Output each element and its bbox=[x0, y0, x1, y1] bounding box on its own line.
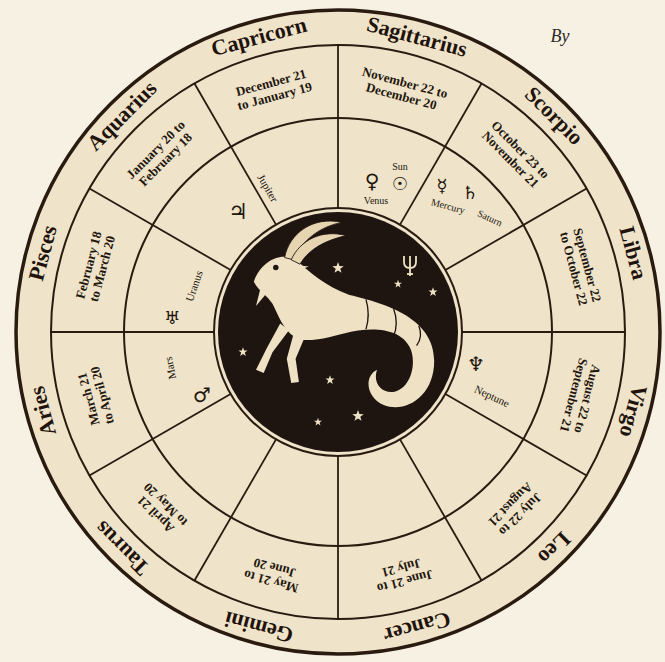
byline: By bbox=[551, 27, 570, 47]
sector-divider bbox=[337, 456, 339, 619]
date-range: May 21 to June 20 bbox=[240, 553, 306, 596]
date-range: September 22 to October 22 bbox=[556, 225, 604, 310]
sector-divider bbox=[462, 331, 625, 333]
planet-name: Venus bbox=[364, 195, 388, 206]
planet-symbol: ☿ bbox=[436, 176, 447, 196]
tail-scales bbox=[366, 299, 421, 345]
star bbox=[325, 375, 334, 384]
planet-ring bbox=[214, 208, 462, 456]
planet-name: Uranus bbox=[183, 269, 205, 303]
date-range: February 18 to March 20 bbox=[72, 229, 118, 306]
sign-name: Libra bbox=[614, 224, 651, 282]
date-range: April 21 to May 20 bbox=[130, 478, 192, 540]
date-range: December 21 to January 19 bbox=[231, 65, 316, 113]
date-range: January 20 to February 18 bbox=[120, 114, 202, 196]
star bbox=[394, 280, 402, 288]
stars bbox=[238, 262, 437, 425]
planet-name: Neptune bbox=[473, 383, 512, 410]
sign-name: Virgo bbox=[614, 382, 651, 439]
planet-symbol: ♄ bbox=[462, 183, 478, 203]
planet-name: Saturn bbox=[476, 207, 504, 228]
sea-goat bbox=[254, 221, 434, 407]
date-range: November 22 to December 20 bbox=[356, 64, 450, 115]
sign-ring bbox=[51, 45, 625, 619]
star bbox=[352, 410, 363, 421]
date-range: August 22 to September 21 bbox=[554, 348, 606, 446]
date-range: March 21 to April 20 bbox=[74, 363, 118, 431]
outer-ring bbox=[16, 10, 660, 654]
sign-name: Scorpio bbox=[520, 82, 588, 150]
goat-beard bbox=[256, 288, 267, 306]
goat-eye bbox=[273, 265, 279, 271]
planet-symbol: ♅ bbox=[164, 308, 180, 328]
planet-name: Mercury bbox=[430, 196, 466, 216]
central-disk bbox=[218, 212, 458, 452]
sign-name: Sagittarius bbox=[364, 12, 469, 62]
planet-symbol: ☉ bbox=[392, 174, 408, 194]
sign-name: Leo bbox=[533, 527, 575, 569]
star bbox=[238, 347, 247, 356]
sign-name: Taurus bbox=[90, 516, 154, 580]
sign-name: Aries bbox=[25, 384, 61, 439]
sector-divider bbox=[51, 331, 214, 333]
goat-body bbox=[254, 257, 434, 408]
trident-symbol bbox=[404, 256, 416, 276]
trident-symbol bbox=[404, 256, 416, 276]
sign-name: Capricorn bbox=[209, 13, 310, 62]
sign-name: Cancer bbox=[381, 606, 453, 647]
sector-divider bbox=[337, 45, 339, 208]
planet-symbol: ♆ bbox=[467, 353, 485, 375]
trident-symbol bbox=[407, 273, 413, 275]
star bbox=[428, 287, 437, 296]
star bbox=[314, 418, 322, 426]
planet-symbol: ♀ bbox=[365, 170, 380, 192]
star bbox=[332, 262, 343, 273]
goat-ear bbox=[289, 264, 309, 273]
date-range: June 21 to July 21 bbox=[371, 553, 434, 596]
goat-horn bbox=[291, 234, 346, 265]
sign-name: Pisces bbox=[24, 223, 62, 284]
planet-name: Mars bbox=[162, 356, 179, 381]
goat-leg bbox=[287, 335, 305, 383]
sign-name: Gemini bbox=[222, 606, 296, 647]
planet-name: Jupiter bbox=[255, 172, 280, 204]
goat-leg bbox=[256, 324, 289, 374]
planet-symbol: ♂ bbox=[193, 384, 211, 406]
planet-symbol: ♃ bbox=[228, 200, 248, 224]
planet-name: Sun bbox=[392, 161, 408, 172]
date-range: July 22 to August 21 bbox=[479, 473, 552, 546]
sector-dividers bbox=[51, 45, 625, 619]
